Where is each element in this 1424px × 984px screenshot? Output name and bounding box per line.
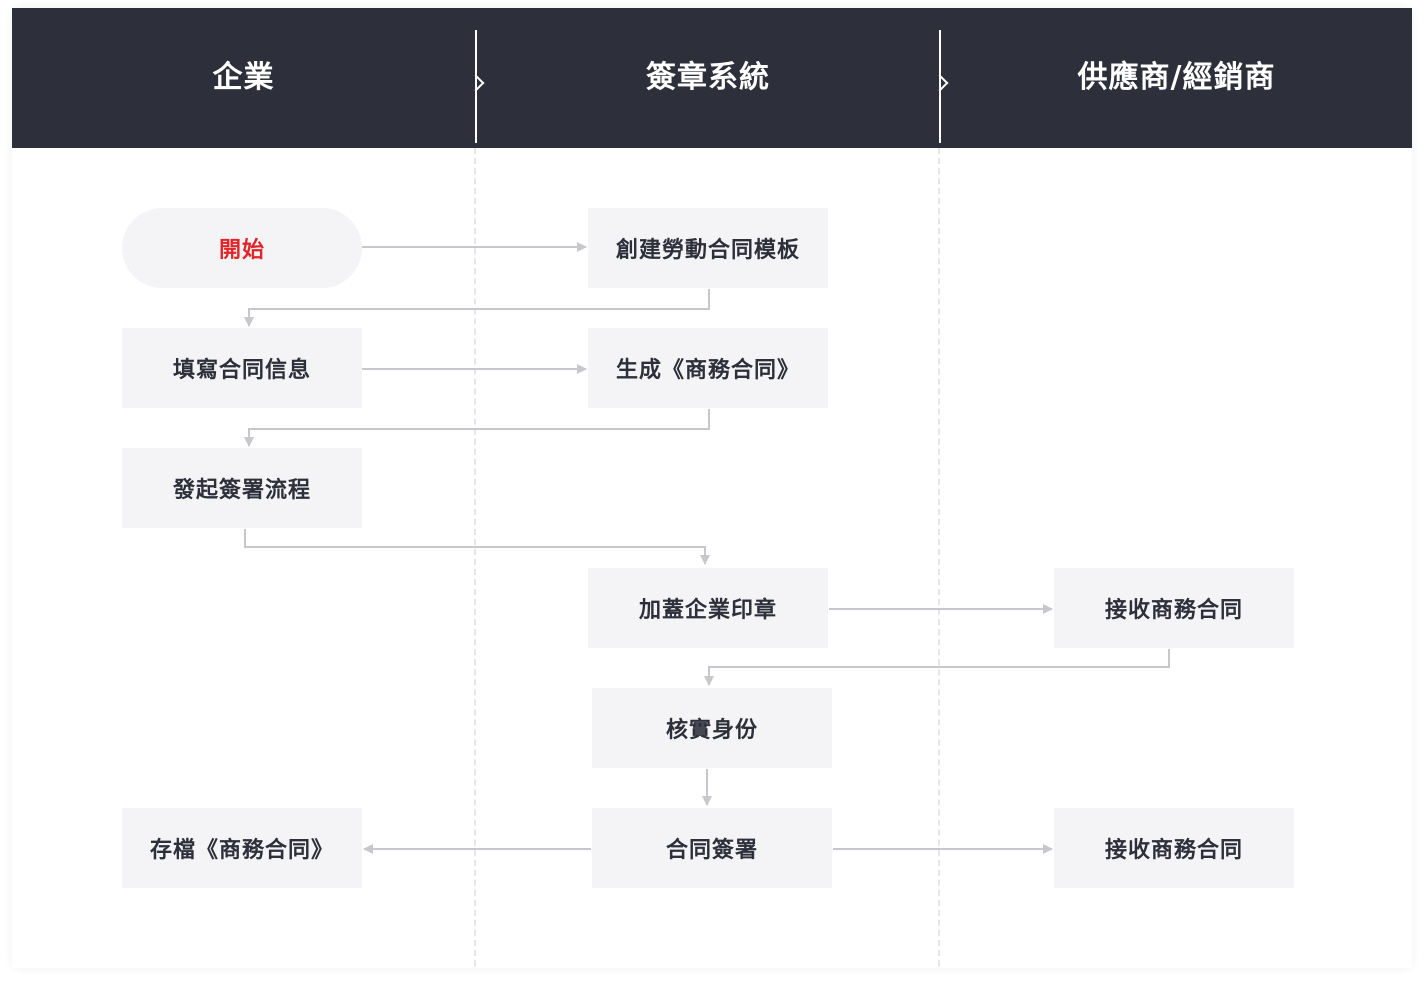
- node-verify-identity: 核實身份: [592, 688, 832, 768]
- node-generate-contract: 生成《商務合同》: [588, 328, 828, 408]
- node-receive-contract-final: 接收商務合同: [1054, 808, 1294, 888]
- connector-receive-to-verify: [704, 649, 1170, 686]
- node-create-template: 創建勞動合同模板: [588, 208, 828, 288]
- node-initiate-signing: 發起簽署流程: [122, 448, 362, 528]
- lane-title-signing-system: 簽章系統: [646, 60, 770, 95]
- lane-divider: [474, 148, 476, 966]
- lane-separator: [475, 30, 477, 143]
- lane-separator: [939, 30, 941, 143]
- lane-title-supplier: 供應商/經銷商: [1077, 60, 1276, 95]
- connector-generate-to-initiate: [244, 409, 710, 447]
- connector-initiate-to-stamp: [244, 529, 710, 565]
- node-archive-contract: 存檔《商務合同》: [122, 808, 362, 888]
- node-start: 開始: [122, 208, 362, 288]
- node-receive-contract: 接收商務合同: [1054, 568, 1294, 648]
- lane-header: 企業 簽章系統 供應商/經銷商: [12, 8, 1412, 148]
- lane-divider: [938, 148, 940, 966]
- lane-title-enterprise: 企業: [212, 60, 275, 95]
- connector-template-to-fill: [244, 289, 710, 327]
- node-stamp-seal: 加蓋企業印章: [588, 568, 828, 648]
- node-fill-info: 填寫合同信息: [122, 328, 362, 408]
- node-sign-contract: 合同簽署: [592, 808, 832, 888]
